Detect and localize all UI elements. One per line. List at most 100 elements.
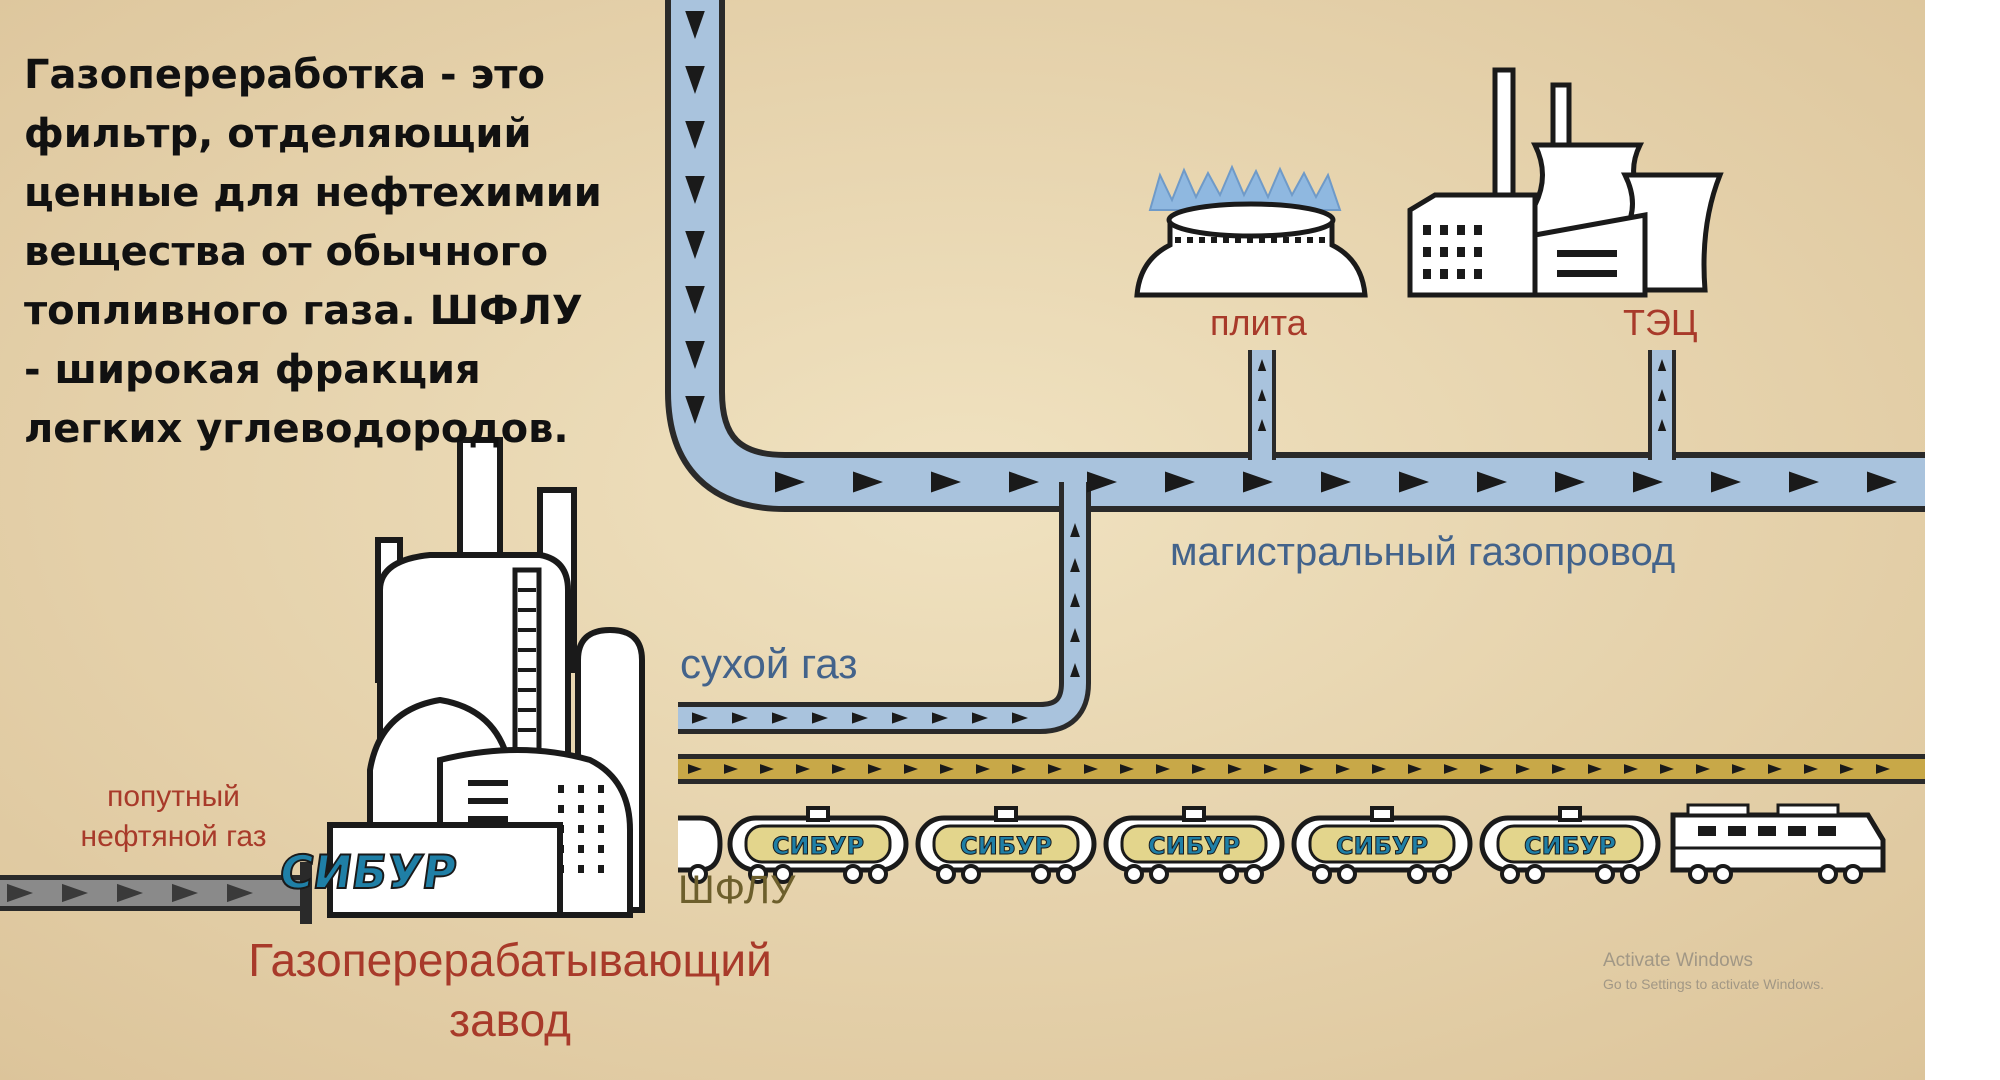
flow-arrow-icon <box>1087 471 1117 493</box>
flow-arrow-icon <box>772 712 788 724</box>
flow-arrow-icon <box>796 764 810 774</box>
flow-arrow-icon <box>1012 764 1026 774</box>
flow-arrow-icon <box>685 121 705 149</box>
flow-arrow-icon <box>940 764 954 774</box>
flow-arrow-icon <box>685 176 705 204</box>
dry-gas-pipe <box>678 482 1091 734</box>
flow-arrow-icon <box>1165 471 1195 493</box>
flow-arrow-icon <box>892 712 908 724</box>
tank-car-icon: СИБУР <box>1291 806 1473 884</box>
gas-stove-icon <box>1134 164 1368 298</box>
stove-branch-pipe <box>1248 350 1276 460</box>
associated-gas-label: попутный нефтяной газ <box>46 777 301 857</box>
flow-arrow-icon <box>1120 764 1134 774</box>
plant-label-line1: Газоперерабатывающий <box>248 934 772 986</box>
flow-arrow-icon <box>1070 558 1080 572</box>
flow-arrow-icon <box>775 471 805 493</box>
associated-gas-pipe <box>0 862 312 924</box>
flow-arrow-icon <box>852 712 868 724</box>
flow-arrow-icon <box>692 712 708 724</box>
flow-arrow-icon <box>1321 471 1351 493</box>
flow-arrow-icon <box>1711 471 1741 493</box>
tank-car-logo: СИБУР <box>772 832 864 860</box>
train: СИБУР СИБУР СИБУР СИБУР СИБУР <box>678 803 1886 884</box>
flow-arrow-icon <box>685 231 705 259</box>
flow-arrow-icon <box>1633 471 1663 493</box>
flow-arrow-icon <box>1516 764 1530 774</box>
flow-arrow-icon <box>688 764 702 774</box>
flow-arrow-icon <box>1264 764 1278 774</box>
flow-arrow-icon <box>1399 471 1429 493</box>
main-pipeline-label: магистральный газопровод <box>1170 530 1676 574</box>
flow-arrow-icon <box>7 883 33 903</box>
associated-gas-label-line2: нефтяной газ <box>80 820 267 853</box>
flow-arrow-icon <box>685 341 705 369</box>
flow-arrow-icon <box>1588 764 1602 774</box>
flow-arrow-icon <box>1657 419 1667 431</box>
flow-arrow-icon <box>1009 471 1039 493</box>
flow-arrow-icon <box>931 471 961 493</box>
flow-arrow-icon <box>976 764 990 774</box>
flow-arrow-icon <box>1228 764 1242 774</box>
flow-arrow-icon <box>1804 764 1818 774</box>
flow-arrow-icon <box>1070 663 1080 677</box>
ngl-label: ШФЛУ <box>678 868 796 912</box>
tank-car-logo: СИБУР <box>1336 832 1428 860</box>
flow-arrow-icon <box>1657 359 1667 371</box>
flow-arrow-icon <box>1840 764 1854 774</box>
flow-arrow-icon <box>685 396 705 424</box>
flow-arrow-icon <box>1048 764 1062 774</box>
tank-car-icon: СИБУР <box>915 806 1097 884</box>
chp-label: ТЭЦ <box>1623 302 1698 343</box>
associated-gas-label-line1: попутный <box>107 780 240 813</box>
flow-arrow-icon <box>1070 593 1080 607</box>
right-margin <box>1925 0 2000 1080</box>
flow-arrow-icon <box>62 883 88 903</box>
flow-arrow-icon <box>685 66 705 94</box>
flow-arrow-icon <box>1789 471 1819 493</box>
flow-arrow-icon <box>1444 764 1458 774</box>
power-plant-icon <box>1407 67 1724 298</box>
flow-arrow-icon <box>932 712 948 724</box>
flow-arrow-icon <box>1156 764 1170 774</box>
flow-arrow-icon <box>1732 764 1746 774</box>
tank-car-logo: СИБУР <box>1148 832 1240 860</box>
watermark-line2: Go to Settings to activate Windows. <box>1603 976 1824 992</box>
tank-car-icon: СИБУР <box>1479 806 1661 884</box>
flow-arrow-icon <box>1372 764 1386 774</box>
flow-arrow-icon <box>853 471 883 493</box>
tank-car-logo: СИБУР <box>960 832 1052 860</box>
flow-arrow-icon <box>1070 523 1080 537</box>
dry-gas-label: сухой газ <box>680 640 858 687</box>
flow-arrow-icon <box>1657 389 1667 401</box>
flow-arrow-icon <box>1257 419 1267 431</box>
flow-arrow-icon <box>1696 764 1710 774</box>
flow-arrow-icon <box>1477 471 1507 493</box>
tank-car-logo: СИБУР <box>1524 832 1616 860</box>
flow-arrow-icon <box>172 883 198 903</box>
tank-car-icon: СИБУР <box>1103 806 1285 884</box>
tank-car-icon <box>678 815 723 884</box>
flow-arrow-icon <box>732 712 748 724</box>
flow-arrow-icon <box>1408 764 1422 774</box>
flow-arrow-icon <box>1876 764 1890 774</box>
flow-arrow-icon <box>685 11 705 39</box>
flow-arrow-icon <box>227 883 253 903</box>
flow-arrow-icon <box>1624 764 1638 774</box>
watermark-line1: Activate Windows <box>1603 950 1753 971</box>
flow-arrow-icon <box>1243 471 1273 493</box>
flow-arrow-icon <box>812 712 828 724</box>
flow-arrow-icon <box>1257 359 1267 371</box>
flow-arrow-icon <box>868 764 882 774</box>
flow-arrow-icon <box>1552 764 1566 774</box>
plant-label: Газоперерабатывающий завод <box>170 930 850 1050</box>
flow-arrow-icon <box>1012 712 1028 724</box>
flow-arrow-icon <box>685 286 705 314</box>
stove-label: плита <box>1210 302 1307 343</box>
flow-arrow-icon <box>760 764 774 774</box>
flow-arrow-icon <box>1555 471 1585 493</box>
intro-text: Газопереработка - это фильтр, отделяющий… <box>24 52 602 452</box>
flow-arrow-icon <box>1867 471 1897 493</box>
flow-arrow-icon <box>1336 764 1350 774</box>
flow-arrow-icon <box>1768 764 1782 774</box>
